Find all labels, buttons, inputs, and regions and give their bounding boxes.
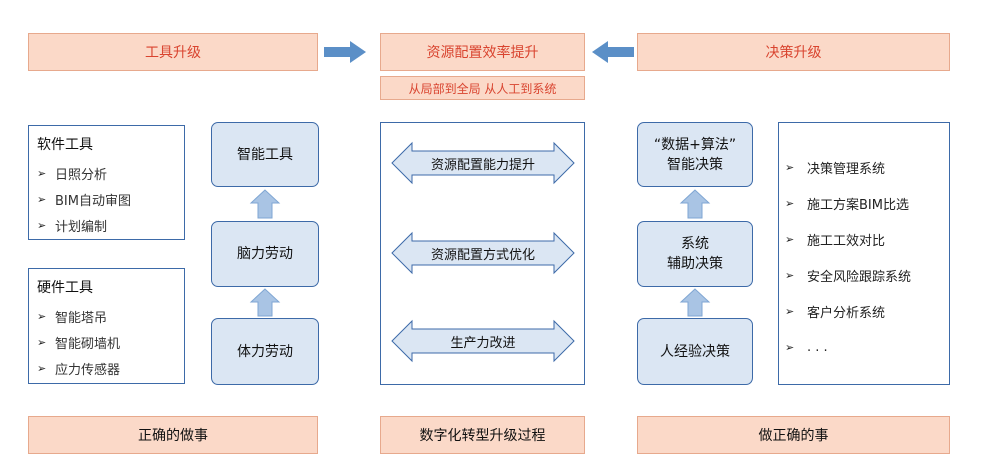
list-item-label: 安全风险跟踪系统 xyxy=(807,269,912,285)
triangle-right-icon: ➢ xyxy=(785,340,795,354)
hardware-tools-title: 硬件工具 xyxy=(37,280,93,296)
triangle-right-icon: ➢ xyxy=(37,309,47,323)
physical-labor-label: 体力劳动 xyxy=(237,343,293,360)
list-item: ➢ 安全风险跟踪系统 xyxy=(785,257,949,293)
triangle-right-icon: ➢ xyxy=(37,192,47,206)
list-item-label: 应力传感器 xyxy=(55,362,121,378)
decision-upgrade-header: 决策升级 xyxy=(637,33,950,71)
up-arrow-icon xyxy=(679,189,711,219)
list-item: ➢ 计划编制 xyxy=(37,212,184,238)
list-item: ➢ 智能砌墙机 xyxy=(37,329,184,355)
list-item-label: 施工工效对比 xyxy=(807,233,886,249)
list-item: ➢ 决策管理系统 xyxy=(785,149,949,185)
list-item: ➢ 施工工效对比 xyxy=(785,221,949,257)
list-item-label: 计划编制 xyxy=(55,219,108,235)
double-arrow-icon xyxy=(391,319,575,363)
list-item: ➢ 日照分析 xyxy=(37,160,184,186)
decision-systems-list: ➢ 决策管理系统 ➢ 施工方案BIM比选 ➢ 施工工效对比 ➢ 安全风险跟踪系统… xyxy=(778,122,950,385)
system-assist-decision-box: 系统 辅助决策 xyxy=(637,221,753,287)
resource-efficiency-subheader-label: 从局部到全局 从人工到系统 xyxy=(408,81,557,96)
footer-do-right-things: 做正确的事 xyxy=(637,416,950,454)
mental-labor-box: 脑力劳动 xyxy=(211,221,319,287)
software-tools-box: 软件工具 ➢ 日照分析 ➢ BIM自动审图 ➢ 计划编制 xyxy=(28,125,185,240)
hardware-tools-box: 硬件工具 ➢ 智能塔吊 ➢ 智能砌墙机 ➢ 应力传感器 xyxy=(28,268,185,384)
footer-do-things-right: 正确的做事 xyxy=(28,416,318,454)
experience-decision-box: 人经验决策 xyxy=(637,318,753,385)
list-item-label: 智能砌墙机 xyxy=(55,336,121,352)
double-arrow-icon xyxy=(391,231,575,275)
triangle-right-icon: ➢ xyxy=(37,218,47,232)
list-item: ➢ 施工方案BIM比选 xyxy=(785,185,949,221)
up-arrow-icon xyxy=(249,189,281,219)
tool-upgrade-header-label: 工具升级 xyxy=(145,45,201,61)
triangle-right-icon: ➢ xyxy=(37,361,47,375)
triangle-right-icon: ➢ xyxy=(785,232,795,246)
double-arrow-icon xyxy=(391,141,575,185)
list-item-label: 施工方案BIM比选 xyxy=(807,197,909,213)
software-tools-title: 软件工具 xyxy=(37,137,93,153)
list-item-label: 日照分析 xyxy=(55,167,108,183)
resource-efficiency-header: 资源配置效率提升 xyxy=(380,33,585,71)
system-assist-line2: 辅助决策 xyxy=(667,256,723,272)
triangle-right-icon: ➢ xyxy=(37,166,47,180)
triangle-right-icon: ➢ xyxy=(785,268,795,282)
experience-decision-label: 人经验决策 xyxy=(660,343,730,360)
left-arrow-icon xyxy=(592,41,634,63)
footer-digital-transformation-label: 数字化转型升级过程 xyxy=(419,428,546,444)
list-item-label: 客户分析系统 xyxy=(807,305,886,321)
list-item-label: 决策管理系统 xyxy=(807,161,886,177)
decision-upgrade-header-label: 决策升级 xyxy=(765,45,822,61)
system-assist-line1: 系统 xyxy=(681,236,709,252)
list-item: ➢ 客户分析系统 xyxy=(785,293,949,329)
footer-digital-transformation: 数字化转型升级过程 xyxy=(380,416,585,454)
list-item: ➢ . . . xyxy=(785,329,949,365)
footer-do-things-right-label: 正确的做事 xyxy=(138,428,208,444)
list-item-label: 智能塔吊 xyxy=(55,310,108,326)
triangle-right-icon: ➢ xyxy=(785,304,795,318)
right-arrow-icon xyxy=(324,41,366,63)
mental-labor-label: 脑力劳动 xyxy=(237,246,293,262)
resource-efficiency-subheader: 从局部到全局 从人工到系统 xyxy=(380,76,585,100)
smart-tools-label: 智能工具 xyxy=(237,146,293,163)
up-arrow-icon xyxy=(679,288,711,317)
list-item: ➢ 智能塔吊 xyxy=(37,303,184,329)
list-item-label: . . . xyxy=(807,339,828,355)
triangle-right-icon: ➢ xyxy=(37,335,47,349)
arrow-label-productivity: 生产力改进 xyxy=(450,335,516,351)
data-algorithm-line1: “数据+算法” xyxy=(653,136,737,153)
arrow-label-capability: 资源配置能力提升 xyxy=(430,157,535,173)
footer-do-right-things-label: 做正确的事 xyxy=(758,428,829,444)
triangle-right-icon: ➢ xyxy=(785,160,795,174)
data-algorithm-decision-box: “数据+算法” 智能决策 xyxy=(637,122,753,187)
list-item: ➢ BIM自动审图 xyxy=(37,186,184,212)
resource-efficiency-header-label: 资源配置效率提升 xyxy=(426,45,539,61)
tool-upgrade-header: 工具升级 xyxy=(28,33,318,71)
physical-labor-box: 体力劳动 xyxy=(211,318,319,385)
arrow-label-method: 资源配置方式优化 xyxy=(430,247,535,263)
list-item: ➢ 应力传感器 xyxy=(37,355,184,381)
data-algorithm-line2: 智能决策 xyxy=(667,156,723,173)
smart-tools-box: 智能工具 xyxy=(211,122,319,187)
list-item-label: BIM自动审图 xyxy=(55,193,131,209)
triangle-right-icon: ➢ xyxy=(785,196,795,210)
up-arrow-icon xyxy=(249,288,281,317)
